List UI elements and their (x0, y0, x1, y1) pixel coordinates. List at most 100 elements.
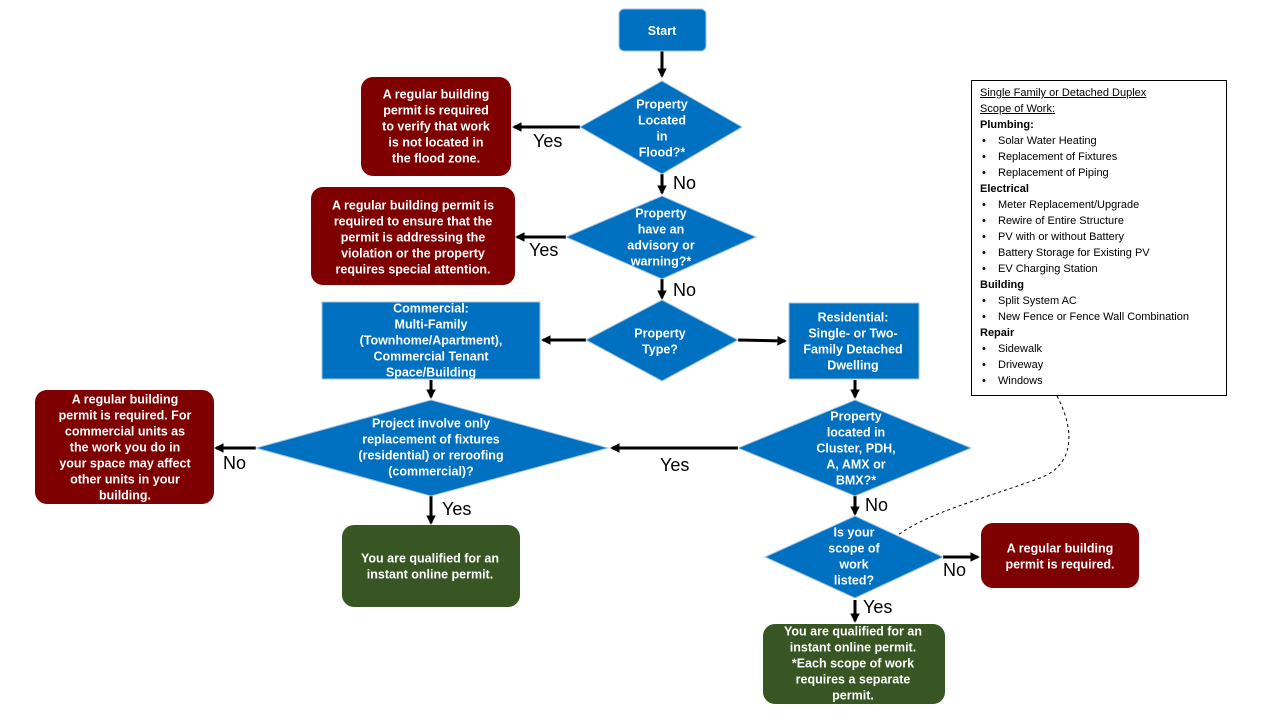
node-text-line: Flood?* (639, 146, 686, 160)
edge-type-to-residential (737, 336, 787, 346)
flood-permit-text: A regular building permit is required to v… (382, 88, 490, 166)
commercial-permit-text: A regular building permit is required. Fo… (59, 393, 192, 503)
repair-item: Driveway (980, 357, 1218, 373)
label-advisory-no: No (673, 280, 696, 300)
node-text-line: permit is required (383, 104, 489, 118)
node-text-line: replacement of fixtures (362, 433, 500, 447)
repair-list: Sidewalk Driveway Windows (980, 341, 1218, 389)
node-text-line: work (838, 558, 868, 572)
plumbing-heading: Plumbing: (980, 119, 1034, 131)
node-text-line: have an (638, 223, 685, 237)
start-label: Start (648, 24, 677, 38)
cluster-decision-text: Property located in Cluster, PDH, A, AMX or… (816, 410, 895, 488)
node-text-line: You are qualified for an (784, 625, 922, 639)
scope-of-work-list: Single Family or Detached Duplex Scope o… (971, 80, 1227, 396)
plumbing-item: Replacement of Piping (980, 165, 1218, 181)
label-fixtures-yes: Yes (442, 499, 471, 519)
scope-list-subtitle: Scope of Work: (980, 103, 1055, 115)
node-text-line: permit is required. For (59, 409, 192, 423)
label-scope-no: No (943, 560, 966, 580)
node-text-line: Property (830, 410, 881, 424)
commercial-permit-box (35, 390, 214, 504)
label-cluster-no: No (865, 495, 888, 515)
building-heading: Building (980, 279, 1024, 291)
node-text-line: A regular building permit is (332, 199, 494, 213)
node-text-line: the work you do in (70, 441, 180, 455)
qualified-right-box (763, 624, 945, 704)
node-text-line: permit is required. (1005, 558, 1114, 572)
commercial-text: Commercial:Multi-Family(Townhome/Apartme… (360, 302, 503, 380)
label-fixtures-no: No (223, 453, 246, 473)
node-text-line: A, AMX or (826, 458, 885, 472)
label-flood-yes: Yes (533, 131, 562, 151)
electrical-item: Rewire of Entire Structure (980, 213, 1218, 229)
node-text-line: Is your (834, 526, 875, 540)
node-text-line: Located (638, 114, 686, 128)
node-text-line: Space/Building (386, 366, 476, 380)
repair-heading: Repair (980, 327, 1015, 339)
node-text-line: located in (827, 426, 885, 440)
building-item: Split System AC (980, 293, 1218, 309)
flood-permit-box (361, 77, 511, 176)
node-text-line: your space may affect (59, 457, 191, 471)
node-text-line: Property (636, 98, 687, 112)
node-text-line: Property (635, 207, 686, 221)
node-text-line: Cluster, PDH, (816, 442, 895, 456)
node-text-line: Commercial Tenant (373, 350, 489, 364)
qualified-right-text: You are qualified for an instant online p… (784, 625, 922, 703)
node-text-line: requires special attention. (336, 263, 491, 277)
label-flood-no: No (673, 173, 696, 193)
fixtures-decision (254, 399, 610, 497)
node-text-line: is not located in (388, 136, 483, 150)
cluster-decision (736, 399, 973, 497)
plumbing-item: Replacement of Fixtures (980, 149, 1218, 165)
node-text-line: Commercial: (393, 302, 469, 316)
node-text-line: scope of (828, 542, 880, 556)
repair-item: Sidewalk (980, 341, 1218, 357)
fixtures-decision-text: Project involve only replacement of fixtu… (358, 417, 503, 479)
node-text-line: building. (99, 489, 151, 503)
node-text-line: A regular building (1007, 542, 1113, 556)
advisory-permit-box (311, 187, 515, 285)
node-text-line: Project involve only (372, 417, 490, 431)
building-item: New Fence or Fence Wall Combination (980, 309, 1218, 325)
residential-box (788, 302, 920, 380)
node-text-line: instant online permit. (367, 568, 493, 582)
node-text-line: the flood zone. (392, 152, 480, 166)
flood-decision (578, 80, 743, 175)
node-text-line: permit is addressing the (341, 231, 486, 245)
label-cluster-yes: Yes (660, 455, 689, 475)
node-text-line: Dwelling (827, 359, 878, 373)
node-text-line: instant online permit. (790, 641, 916, 655)
node-text-line: Property (634, 327, 685, 341)
label-advisory-yes: Yes (529, 240, 558, 260)
regular-permit-box (981, 523, 1139, 588)
node-text-line: Family Detached (803, 343, 902, 357)
node-text-line: other units in your (70, 473, 180, 487)
qualified-left-box (342, 525, 520, 607)
scope-decision (763, 515, 945, 599)
electrical-list: Meter Replacement/Upgrade Rewire of Enti… (980, 197, 1218, 277)
edges (214, 51, 980, 623)
scope-list-connector (897, 395, 1070, 536)
electrical-heading: Electrical (980, 183, 1029, 195)
plumbing-list: Solar Water Heating Replacement of Fixtu… (980, 133, 1218, 181)
node-text-line: A regular building (383, 88, 489, 102)
type-decision (584, 299, 740, 382)
node-text-line: (residential) or reroofing (358, 449, 503, 463)
regular-permit-text: A regular building permit is required. (1005, 542, 1114, 572)
node-text-line: (commercial)? (388, 465, 473, 479)
advisory-decision (564, 195, 758, 280)
node-text-line: BMX?* (836, 474, 876, 488)
node-text-line: to verify that work (382, 120, 490, 134)
node-text-line: commercial units as (65, 425, 185, 439)
electrical-item: EV Charging Station (980, 261, 1218, 277)
node-text-line: *Each scope of work (792, 657, 914, 671)
building-list: Split System AC New Fence or Fence Wall … (980, 293, 1218, 325)
node-text-line: A regular building (72, 393, 178, 407)
